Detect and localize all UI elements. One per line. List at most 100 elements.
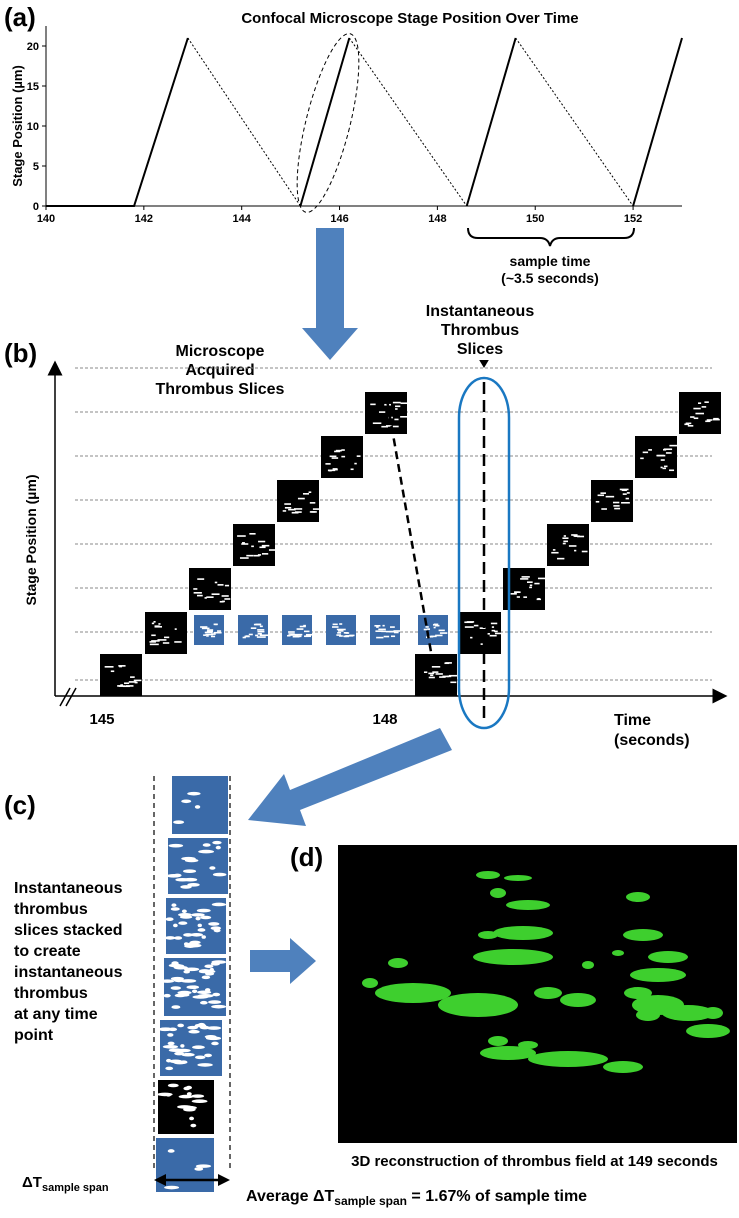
thrombus-speck bbox=[536, 598, 542, 601]
thrombus-speck bbox=[162, 642, 170, 644]
thrombus-blob bbox=[476, 871, 500, 879]
thrombus-speck bbox=[158, 1027, 174, 1032]
scan-line bbox=[46, 37, 189, 207]
thrombus-speck bbox=[356, 455, 361, 457]
thrombus-speck bbox=[296, 628, 304, 630]
thrombus-speck bbox=[157, 639, 167, 641]
thrombus-speck bbox=[423, 671, 428, 674]
thrombus-speck bbox=[695, 412, 705, 415]
thrombus-blob bbox=[438, 993, 518, 1017]
thrombus-speck bbox=[257, 554, 262, 556]
thrombus-speck bbox=[325, 463, 331, 465]
time-label-line2: (seconds) bbox=[614, 732, 690, 749]
thrombus-speck bbox=[693, 407, 701, 410]
thrombus-speck bbox=[173, 965, 188, 970]
x-tick-label: 140 bbox=[37, 213, 55, 225]
thrombus-speck bbox=[660, 466, 663, 469]
thrombus-speck bbox=[489, 634, 497, 637]
desc-line: Instantaneous bbox=[14, 880, 123, 897]
thrombus-speck bbox=[494, 632, 503, 635]
stacked-slice bbox=[158, 1020, 222, 1076]
thrombus-speck bbox=[181, 1052, 195, 1057]
interpolated-slice bbox=[282, 615, 313, 645]
sample-time-label: sample time bbox=[510, 253, 591, 269]
thrombus-speck bbox=[430, 674, 434, 677]
thrombus-speck bbox=[217, 584, 224, 586]
thrombus-speck bbox=[189, 1116, 195, 1121]
thrombus-speck bbox=[331, 457, 339, 459]
sample-time-brace bbox=[467, 227, 635, 247]
thrombus-speck bbox=[595, 500, 600, 503]
thrombus-speck bbox=[552, 549, 556, 551]
thrombus-speck bbox=[328, 469, 332, 472]
thrombus-speck bbox=[207, 629, 214, 631]
return-line bbox=[187, 37, 301, 207]
thrombus-speck bbox=[151, 634, 156, 637]
thrombus-speck bbox=[211, 633, 216, 635]
thrombus-speck bbox=[284, 503, 292, 505]
thrombus-blob bbox=[560, 993, 596, 1007]
acquired-slice bbox=[547, 524, 589, 566]
thrombus-speck bbox=[337, 630, 344, 632]
thrombus-speck bbox=[520, 578, 529, 580]
interpolated-slice bbox=[418, 615, 448, 645]
thrombus-speck bbox=[435, 673, 443, 675]
thrombus-blob bbox=[493, 926, 553, 940]
thrombus-speck bbox=[174, 641, 182, 643]
thrombus-speck bbox=[118, 685, 126, 687]
thrombus-speck bbox=[400, 415, 408, 418]
panel-b-label: (b) bbox=[4, 338, 38, 368]
panel-c-label: (c) bbox=[4, 790, 36, 820]
thrombus-speck bbox=[573, 535, 576, 537]
thrombus-speck bbox=[219, 600, 224, 603]
thrombus-speck bbox=[562, 537, 569, 539]
thrombus-speck bbox=[389, 626, 395, 628]
thrombus-speck bbox=[619, 488, 629, 491]
thrombus-speck bbox=[165, 1066, 174, 1071]
thrombus-speck bbox=[329, 455, 337, 458]
thrombus-blob bbox=[528, 1051, 608, 1067]
thrombus-speck bbox=[194, 805, 201, 809]
average-subscript: sample span bbox=[334, 1194, 407, 1209]
x-tick-label: 144 bbox=[233, 213, 252, 225]
thrombus-speck bbox=[191, 913, 205, 917]
thrombus-speck bbox=[191, 989, 198, 994]
thrombus-speck bbox=[259, 634, 269, 637]
thrombus-speck bbox=[211, 1004, 227, 1009]
thrombus-blob bbox=[624, 987, 652, 999]
thrombus-speck bbox=[605, 495, 615, 498]
x-tick-label: 146 bbox=[330, 213, 348, 225]
thrombus-speck bbox=[183, 869, 197, 874]
x-tick-145: 145 bbox=[89, 711, 114, 728]
thrombus-speck bbox=[614, 507, 621, 510]
thrombus-speck bbox=[305, 633, 313, 636]
thrombus-speck bbox=[174, 936, 183, 940]
thrombus-speck bbox=[448, 674, 458, 677]
right-arrow-icon bbox=[250, 938, 316, 984]
thrombus-speck bbox=[491, 629, 496, 632]
thrombus-speck bbox=[439, 676, 446, 678]
thrombus-speck bbox=[354, 462, 357, 465]
thrombus-speck bbox=[344, 635, 350, 638]
thrombus-speck bbox=[214, 581, 218, 584]
thrombus-speck bbox=[423, 628, 428, 631]
thrombus-blob bbox=[488, 1036, 508, 1046]
x-tick-label: 148 bbox=[428, 213, 446, 225]
panel-d-label: (d) bbox=[290, 842, 324, 872]
thrombus-speck bbox=[192, 995, 209, 999]
thrombus-speck bbox=[706, 419, 713, 421]
thrombus-speck bbox=[257, 629, 265, 631]
thrombus-speck bbox=[464, 626, 474, 628]
thrombus-speck bbox=[190, 932, 203, 937]
thrombus-speck bbox=[712, 418, 720, 421]
thrombus-speck bbox=[179, 915, 193, 919]
thrombus-blob bbox=[630, 968, 686, 982]
thrombus-speck bbox=[297, 497, 305, 500]
thrombus-speck bbox=[435, 624, 440, 627]
thrombus-speck bbox=[304, 635, 312, 638]
thrombus-speck bbox=[669, 469, 675, 472]
thrombus-speck bbox=[255, 634, 259, 637]
thrombus-speck bbox=[206, 630, 213, 633]
thrombus-speck bbox=[120, 684, 124, 686]
thrombus-speck bbox=[669, 444, 678, 447]
